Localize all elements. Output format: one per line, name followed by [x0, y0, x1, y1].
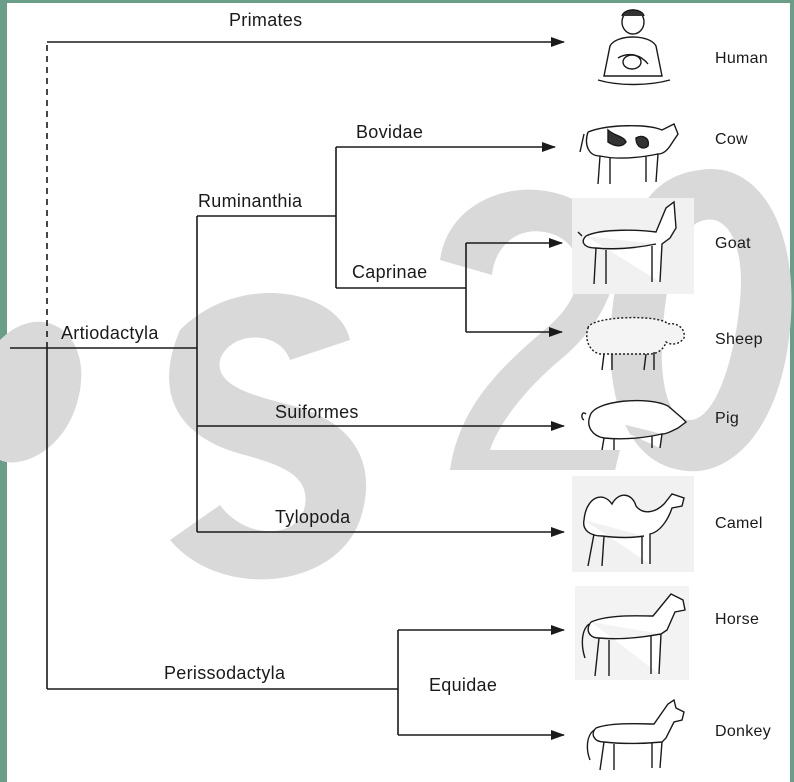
human-illustration: [588, 6, 678, 88]
animal-label-pig: Pig: [715, 410, 739, 428]
animal-label-sheep: Sheep: [715, 331, 763, 349]
animal-label-human: Human: [715, 50, 768, 68]
clade-label-bovidae: Bovidae: [356, 122, 423, 143]
clade-label-ruminanthia: Ruminanthia: [198, 191, 302, 212]
animal-label-camel: Camel: [715, 515, 763, 533]
clade-label-equidae: Equidae: [429, 675, 497, 696]
camel-illustration: [572, 476, 694, 572]
horse-illustration: [575, 586, 689, 680]
clade-label-perissodactyla: Perissodactyla: [164, 663, 285, 684]
donkey-illustration: [582, 698, 690, 772]
clade-label-suiformes: Suiformes: [275, 402, 359, 423]
clade-label-caprinae: Caprinae: [352, 262, 427, 283]
sheep-illustration: [580, 308, 690, 374]
goat-illustration: [572, 198, 694, 294]
clade-label-primates: Primates: [229, 10, 302, 31]
animal-label-donkey: Donkey: [715, 723, 771, 741]
animal-label-cow: Cow: [715, 131, 748, 149]
pig-illustration: [578, 392, 690, 454]
animal-label-goat: Goat: [715, 235, 751, 253]
clade-label-tylopoda: Tylopoda: [275, 507, 350, 528]
cow-illustration: [578, 112, 682, 190]
clade-label-artiodactyla: Artiodactyla: [61, 323, 159, 344]
animal-label-horse: Horse: [715, 611, 759, 629]
